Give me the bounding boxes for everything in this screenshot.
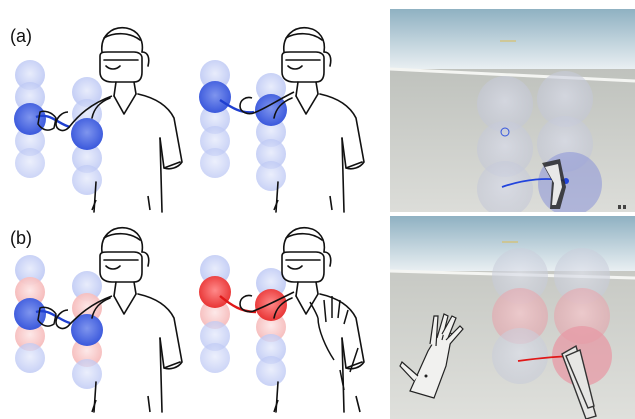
panel-b-right [199, 228, 364, 412]
panel-a-left [14, 28, 182, 212]
panel-a-right [199, 28, 364, 212]
vr-screenshot-b [390, 216, 635, 419]
vr-screenshot-a [390, 9, 635, 212]
selected-sphere [71, 118, 103, 150]
panel-b-left [14, 228, 182, 412]
target-sphere [14, 103, 46, 135]
